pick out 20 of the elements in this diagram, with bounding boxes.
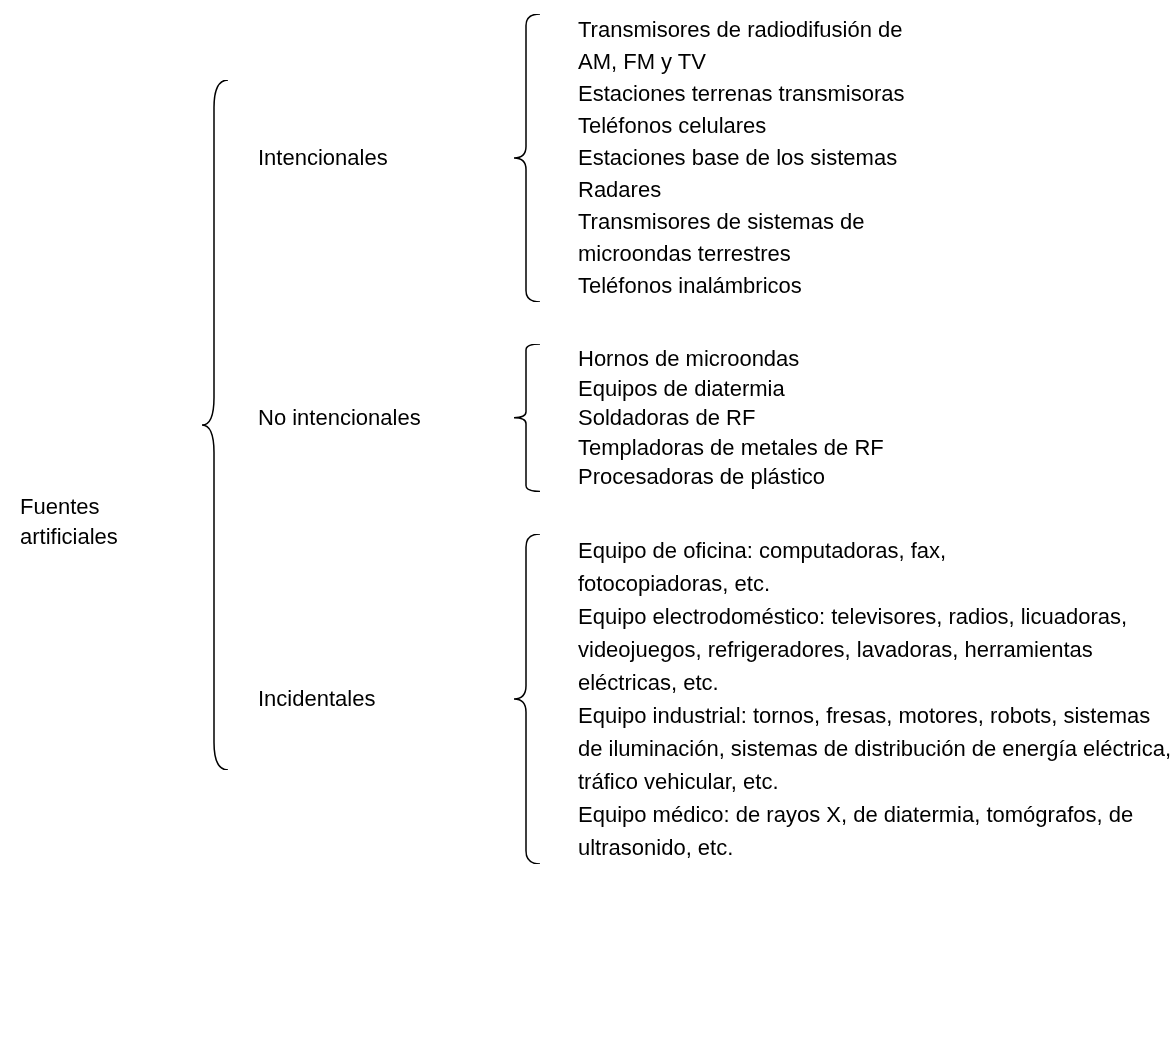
list-item: Soldadoras de RF [578,404,757,432]
list-item: Equipo de oficina: computadoras, fax, fotocopiadoras, etc. [578,536,948,598]
list-item: Equipo industrial: tornos, fresas, motores, robots, sistemas de iluminación, sistemas de distribución de energía eléctrica, tráfico vehicular, etc. [578,701,1173,796]
list-item: Equipos de diatermia [578,374,786,403]
list-item: Radares [578,176,663,204]
list-item: Templadoras de metales de RF [578,433,885,462]
list-item: Transmisores de sistemas de microondas terrestres [578,208,866,268]
list-item: Equipo médico: de rayos X, de diatermia, tomógrafos, de ultrasonido, etc. [578,800,1135,862]
list-item: Estaciones base de los sistemas [578,144,899,172]
list-item: Transmisores de radiodifusión de AM, FM y TV [578,16,904,76]
list-item: Teléfonos inalámbricos [578,272,803,300]
list-item: Hornos de microondas [578,345,801,373]
category-label: Intencionales [258,144,389,172]
root-label: Fuentes artificiales [20,493,119,551]
list-item: Teléfonos celulares [578,112,768,140]
list-item: Estaciones terrenas transmisoras [578,80,906,108]
category-label: No intencionales [258,403,422,432]
list-item: Equipo electrodoméstico: televisores, radios, licuadoras, videojuegos, refrigeradores, lavadoras, herramientas eléctricas, etc. [578,602,1129,697]
category-label: Incidentales [258,684,377,713]
list-item: Procesadoras de plástico [578,463,827,491]
